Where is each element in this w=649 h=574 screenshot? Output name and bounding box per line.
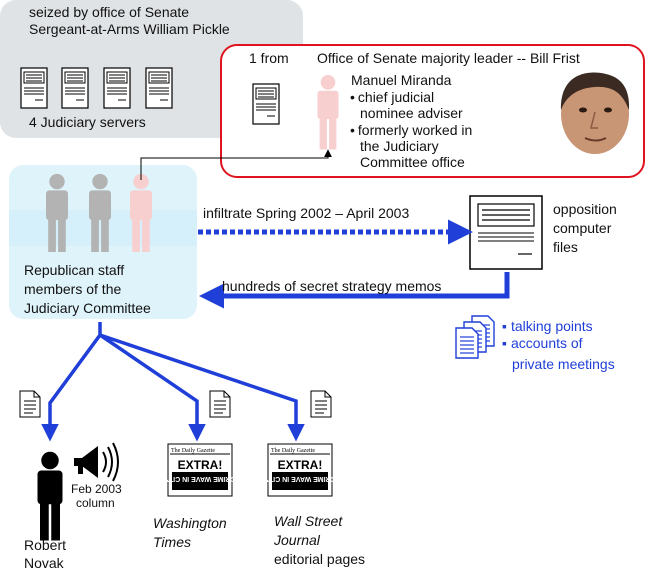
memo-contents-list: talking points accounts of: [502, 318, 593, 352]
miranda-bullets: chief judicial: [350, 89, 434, 106]
washington-times-label-1: Washington: [153, 515, 227, 531]
opposition-line-1: opposition: [553, 201, 617, 217]
memo-item-accounts-cont: private meetings: [512, 356, 615, 372]
megaphone-icon: [74, 442, 119, 482]
memo-item-talking-points: talking points: [502, 318, 593, 335]
memo-documents-icon: [455, 315, 495, 359]
wsj-label-1: Wall Street: [274, 513, 343, 529]
distribution-arrows: [41, 322, 305, 442]
frist-photo: [560, 72, 630, 154]
novak-name-2: Novak: [24, 555, 64, 571]
novak-doc-icon: [19, 390, 41, 418]
staff-line-1: Republican staff: [24, 262, 125, 278]
newspaper-subhead: CRIME WAVE IN CITY: [264, 475, 336, 482]
seized-line-2: Sergeant-at-Arms William Pickle: [29, 21, 230, 37]
opposition-computer-icon: [469, 195, 543, 270]
frist-office-header: Office of Senate majority leader -- Bill…: [317, 50, 580, 66]
newspaper-masthead: The Daily Gazette: [171, 448, 215, 454]
infiltrate-label: infiltrate Spring 2002 – April 2003: [203, 205, 410, 221]
staff-to-miranda-line: [140, 149, 332, 180]
wsj-label-3: editorial pages: [274, 551, 366, 567]
novak-name-1: Robert: [24, 537, 67, 553]
frist-server-icon: [252, 83, 280, 125]
novak-figure: [37, 451, 63, 541]
washington-times-label-2: Times: [153, 534, 191, 550]
miranda-bullet: formerly worked in: [350, 122, 472, 139]
seized-line-1: seized by office of Senate: [29, 4, 190, 20]
miranda-bullet-cont: Committee office: [360, 154, 465, 170]
newspaper-headline: EXTRA!: [278, 458, 323, 472]
miranda-bullet-cont: the Judiciary: [360, 138, 439, 154]
miranda-bullet: chief judicial: [350, 89, 434, 106]
memos-label: hundreds of secret strategy memos: [222, 278, 442, 294]
opposition-line-2: computer: [553, 220, 612, 236]
memos-arrow: [199, 272, 510, 309]
miranda-bullet-cont: nominee adviser: [360, 105, 463, 121]
novak-note-2: column: [76, 496, 115, 510]
staff-line-2: members of the: [24, 281, 122, 297]
novak-note-1: Feb 2003: [71, 482, 122, 496]
miranda-name: Manuel Miranda: [351, 72, 452, 88]
wsj-newspaper-icon: The Daily Gazette EXTRA! CRIME WAVE IN C…: [264, 443, 336, 497]
staff-line-3: Judiciary Committee: [24, 300, 151, 316]
washington-times-newspaper-icon: The Daily Gazette EXTRA! CRIME WAVE IN C…: [164, 443, 236, 497]
wsj-label-2: Journal: [274, 532, 320, 548]
opposition-line-3: files: [553, 239, 578, 255]
newspaper-headline: EXTRA!: [178, 458, 223, 472]
newspaper-subhead: CRIME WAVE IN CITY: [164, 475, 236, 482]
miranda-bullets-2: formerly worked in: [350, 122, 472, 139]
times-doc-icon: [209, 390, 231, 418]
newspaper-masthead: The Daily Gazette: [271, 448, 315, 454]
servers-label: 4 Judiciary servers: [29, 114, 146, 130]
one-from-label: 1 from: [249, 50, 289, 66]
memo-item-accounts: accounts of: [502, 335, 593, 352]
wsj-doc-icon: [310, 390, 332, 418]
